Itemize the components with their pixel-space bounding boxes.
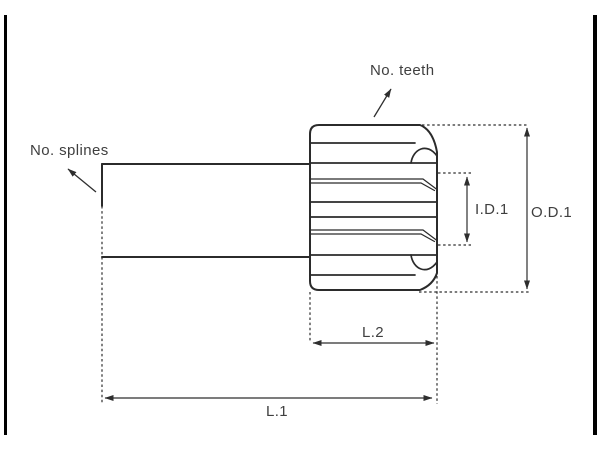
label-no-splines: No. splines: [30, 142, 109, 159]
label-od1: O.D.1: [531, 204, 572, 221]
gear-body-path: [309, 124, 438, 291]
label-id1: I.D.1: [475, 201, 509, 218]
dimension-lines: [104, 127, 530, 401]
right-frame-bar: [593, 15, 597, 435]
leader-no-teeth-arrow: [373, 88, 392, 118]
left-frame-bar: [4, 15, 7, 435]
shaft-outline: [101, 163, 311, 258]
gear-tooth-lines: [309, 142, 438, 276]
groove-2-top: [309, 229, 438, 242]
tooth-round-top-arc: [410, 147, 438, 164]
groove-2-bottom: [309, 233, 436, 243]
extension-lines: [101, 124, 529, 404]
labels: No. teeth No. splines I.D.1 O.D.1 L.2 L.…: [30, 62, 572, 420]
spline-grooves: [309, 178, 438, 243]
leader-no-splines-arrow: [67, 168, 97, 193]
groove-1-top: [309, 178, 438, 191]
leader-arrows: [67, 88, 392, 193]
label-no-teeth: No. teeth: [370, 62, 434, 79]
tooth-round-bottom-arc: [410, 254, 438, 271]
groove-1-bottom: [309, 182, 436, 192]
gear-outline: [309, 124, 438, 291]
label-l1: L.1: [266, 403, 288, 420]
label-l2: L.2: [362, 324, 384, 341]
